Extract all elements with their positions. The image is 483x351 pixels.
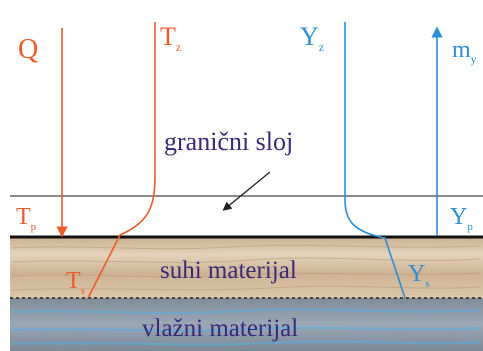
solid-moisture-label: Ys (408, 261, 430, 290)
mass-flux-label: my (452, 37, 477, 66)
surface-moisture-label: Yp (450, 204, 473, 233)
heat-flux-label: Q (18, 34, 38, 65)
dry-material-label: suhi materijal (160, 257, 297, 284)
wet-material-label: vlažni materijal (142, 315, 298, 342)
moisture-profile-curve (344, 22, 406, 299)
wet-material-texture (11, 308, 481, 346)
surface-temperature-label: Tp (16, 204, 37, 233)
moisture-air-label: Yz (300, 22, 324, 54)
temperature-profile-curve (87, 22, 156, 299)
dry-material-texture (11, 244, 481, 291)
boundary-layer-label: granični sloj (164, 127, 293, 156)
solid-temperature-label: Ts (66, 268, 85, 297)
temperature-air-label: Tz (160, 22, 181, 54)
boundary-layer-pointer (222, 171, 271, 211)
